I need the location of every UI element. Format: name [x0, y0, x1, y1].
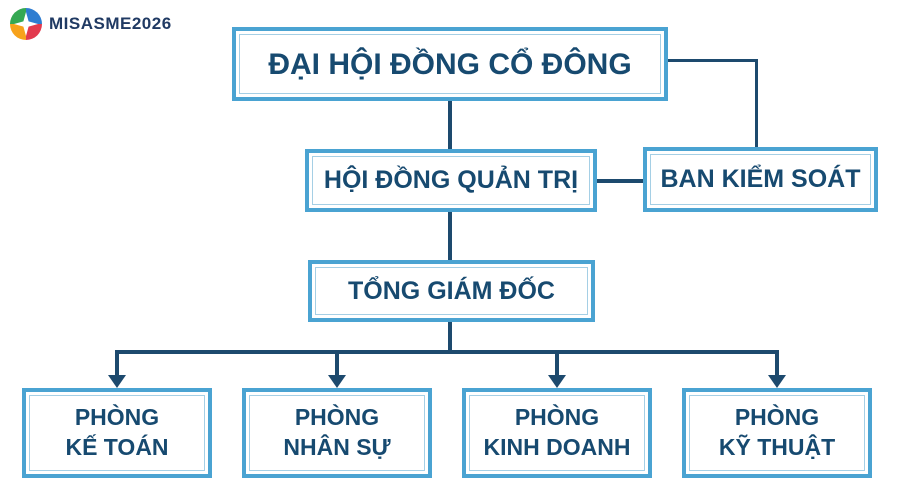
arrow-down-accounting-icon: [108, 375, 126, 388]
connector-stem-hr: [335, 350, 339, 376]
connector-shareholders-supervisory-vertical: [755, 59, 758, 147]
node-technical-label: PHÒNG KỸ THUẬT: [718, 404, 836, 460]
arrow-down-sales-icon: [548, 375, 566, 388]
logo-text: MISASME2026: [49, 14, 172, 33]
node-board-label: HỘI ĐỒNG QUẢN TRỊ: [323, 166, 579, 195]
node-ceo-label: TỔNG GIÁM ĐỐC: [348, 276, 555, 305]
star-glyph: [14, 12, 38, 36]
connector-stem-sales: [555, 350, 559, 376]
node-sales: PHÒNG KINH DOANH: [462, 388, 652, 478]
arrow-down-hr-icon: [328, 375, 346, 388]
node-technical: PHÒNG KỸ THUẬT: [682, 388, 872, 478]
node-supervisory-label: BAN KIỂM SOÁT: [660, 165, 861, 194]
node-supervisory: BAN KIỂM SOÁT: [643, 147, 878, 212]
node-ceo: TỔNG GIÁM ĐỐC: [308, 260, 595, 322]
connector-board-ceo: [448, 212, 452, 260]
connector-board-supervisory: [597, 179, 643, 183]
misa-logo-icon: [10, 8, 42, 40]
node-sales-label: PHÒNG KINH DOANH: [483, 404, 631, 460]
node-shareholders-label: ĐẠI HỘI ĐỒNG CỔ ĐÔNG: [268, 47, 632, 81]
arrow-down-technical-icon: [768, 375, 786, 388]
connector-shareholders-board: [448, 101, 452, 149]
node-accounting-label: PHÒNG KẾ TOÁN: [65, 404, 169, 460]
connector-stem-technical: [775, 350, 779, 376]
connector-shareholders-supervisory-horizontal: [668, 59, 758, 62]
node-board: HỘI ĐỒNG QUẢN TRỊ: [305, 149, 597, 212]
node-hr: PHÒNG NHÂN SỰ: [242, 388, 432, 478]
node-accounting: PHÒNG KẾ TOÁN: [22, 388, 212, 478]
connector-stem-accounting: [115, 350, 119, 376]
connector-distribution-bar: [115, 350, 779, 354]
node-shareholders: ĐẠI HỘI ĐỒNG CỔ ĐÔNG: [232, 27, 668, 101]
connector-ceo-distribution: [448, 322, 452, 352]
node-hr-label: PHÒNG NHÂN SỰ: [283, 404, 391, 460]
logo: MISASME2026: [10, 8, 172, 40]
